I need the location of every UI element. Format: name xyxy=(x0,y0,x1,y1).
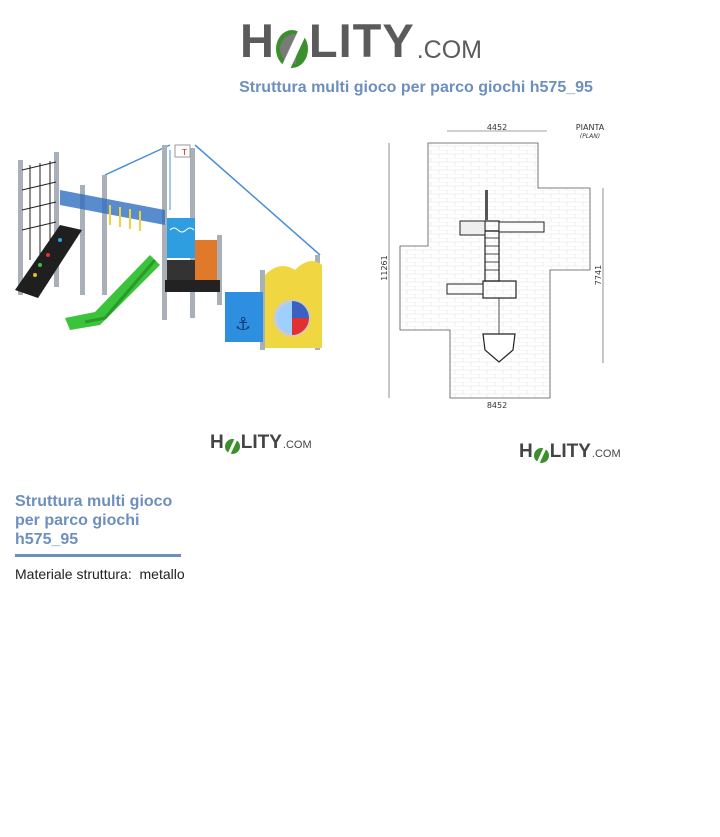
holity-small-logo: H LITY .COM xyxy=(519,441,621,463)
logo-domain: .COM xyxy=(416,36,482,64)
product-title: Struttura multi gioco per parco giochi h… xyxy=(15,493,173,548)
title-divider xyxy=(15,554,181,557)
logo-letters: LITY xyxy=(308,14,415,67)
logo-letter-h: H xyxy=(210,432,224,453)
plan-label: PIANTA xyxy=(576,123,605,132)
product-render-image: T ⚓ xyxy=(15,144,322,350)
logo-o-icon xyxy=(224,439,240,454)
logo-letters: LITY xyxy=(240,432,282,453)
holity-small-logo: H LITY .COM xyxy=(210,432,312,454)
holity-logo[interactable]: H LITY .COM xyxy=(240,12,482,68)
plan-label-en: (PLAN) xyxy=(580,133,600,140)
dim-top-label: 4452 xyxy=(487,123,507,132)
dim-left-label: 11261 xyxy=(380,255,389,280)
page-title: Struttura multi gioco per parco giochi h… xyxy=(239,79,593,96)
dim-bottom-label: 8452 xyxy=(487,401,507,410)
logo-domain: .COM xyxy=(282,439,312,451)
logo-letter-h: H xyxy=(519,441,533,462)
logo-o-icon xyxy=(533,448,549,463)
logo-letters: LITY xyxy=(549,441,591,462)
svg-text:⚓: ⚓ xyxy=(235,314,251,335)
plan-drawing-image: 4452 PIANTA (PLAN) 11261 7741 8452 xyxy=(380,123,605,410)
spec-material: Materiale struttura: metallo xyxy=(15,566,185,582)
logo-letter-h: H xyxy=(240,14,275,67)
spec-label: Materiale struttura: xyxy=(15,566,136,582)
svg-text:T: T xyxy=(181,148,187,157)
dim-right-label: 7741 xyxy=(594,265,603,285)
spec-value: metallo xyxy=(139,566,185,582)
logo-o-icon xyxy=(275,30,308,68)
logo-domain: .COM xyxy=(591,448,621,460)
